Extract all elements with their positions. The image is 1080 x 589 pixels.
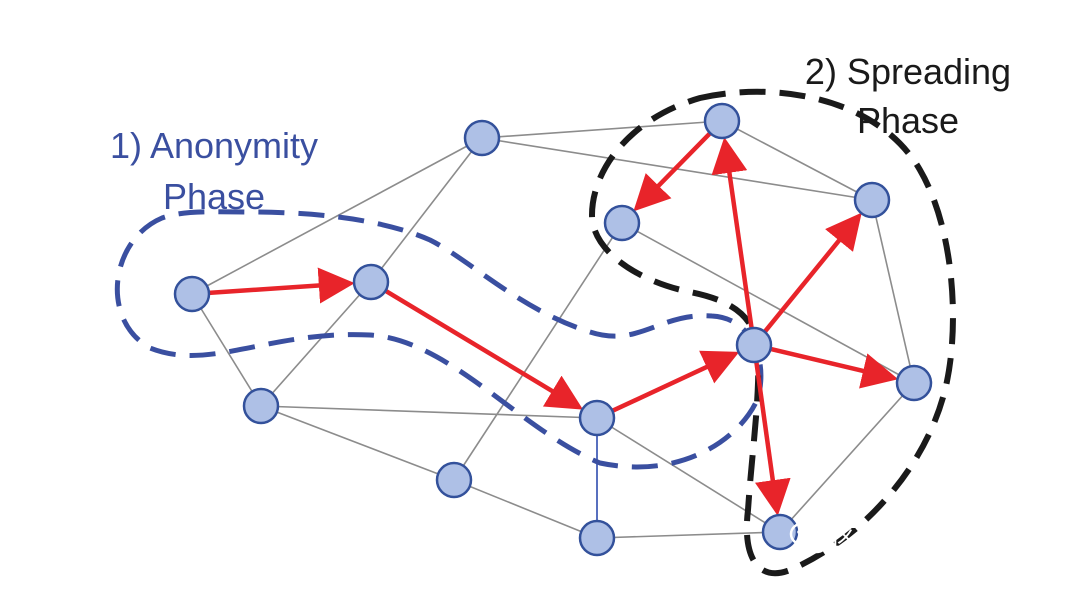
network-edge — [621, 222, 915, 384]
anonymity-phase-label: 1) Anonymity — [110, 125, 318, 166]
network-node — [242, 387, 280, 425]
spreading-phase-label: 2) Spreading — [805, 51, 1011, 92]
network-node — [761, 513, 799, 551]
network-edge — [481, 120, 723, 139]
anonymity-phase-boundary — [114, 209, 764, 470]
network-edge — [596, 531, 781, 539]
network-node — [435, 461, 473, 499]
spreading-phase-label-line2: Phase — [857, 100, 959, 141]
watermark-text: 区块链研究实验室 — [832, 523, 1032, 552]
network-edge — [260, 405, 455, 481]
propagation-arrow — [754, 361, 791, 516]
network-edge — [260, 405, 598, 419]
watermark: 区块链研究实验室 — [789, 521, 1032, 554]
network-node — [173, 275, 211, 313]
network-node — [603, 204, 641, 242]
network-edge — [191, 293, 262, 407]
nodes-layer — [173, 102, 933, 557]
network-node — [578, 399, 616, 437]
propagation-arrow — [633, 131, 712, 212]
network-node — [853, 181, 891, 219]
network-node — [735, 326, 773, 364]
network-node — [578, 519, 616, 557]
propagation-arrow — [611, 350, 740, 413]
anonymity-phase-label-line2: Phase — [163, 176, 265, 217]
network-edge — [871, 199, 915, 384]
network-edge — [191, 137, 483, 295]
network-node — [352, 263, 390, 301]
network-edge — [721, 120, 873, 201]
edges-layer — [191, 120, 915, 539]
network-node — [463, 119, 501, 157]
spreading-phase-boundary — [588, 88, 956, 577]
network-node — [703, 102, 741, 140]
propagation-arrow — [770, 346, 899, 389]
propagation-arrow — [762, 212, 862, 334]
arrows-layer — [208, 131, 899, 516]
wechat-icon — [789, 521, 829, 554]
network-edge — [779, 382, 915, 533]
propagation-arrow — [208, 267, 355, 304]
network-node — [895, 364, 933, 402]
propagation-arrow — [711, 137, 754, 329]
propagation-arrow — [384, 288, 584, 410]
network-edge — [370, 137, 483, 283]
network-edge — [453, 479, 598, 539]
network-edge — [453, 222, 623, 481]
